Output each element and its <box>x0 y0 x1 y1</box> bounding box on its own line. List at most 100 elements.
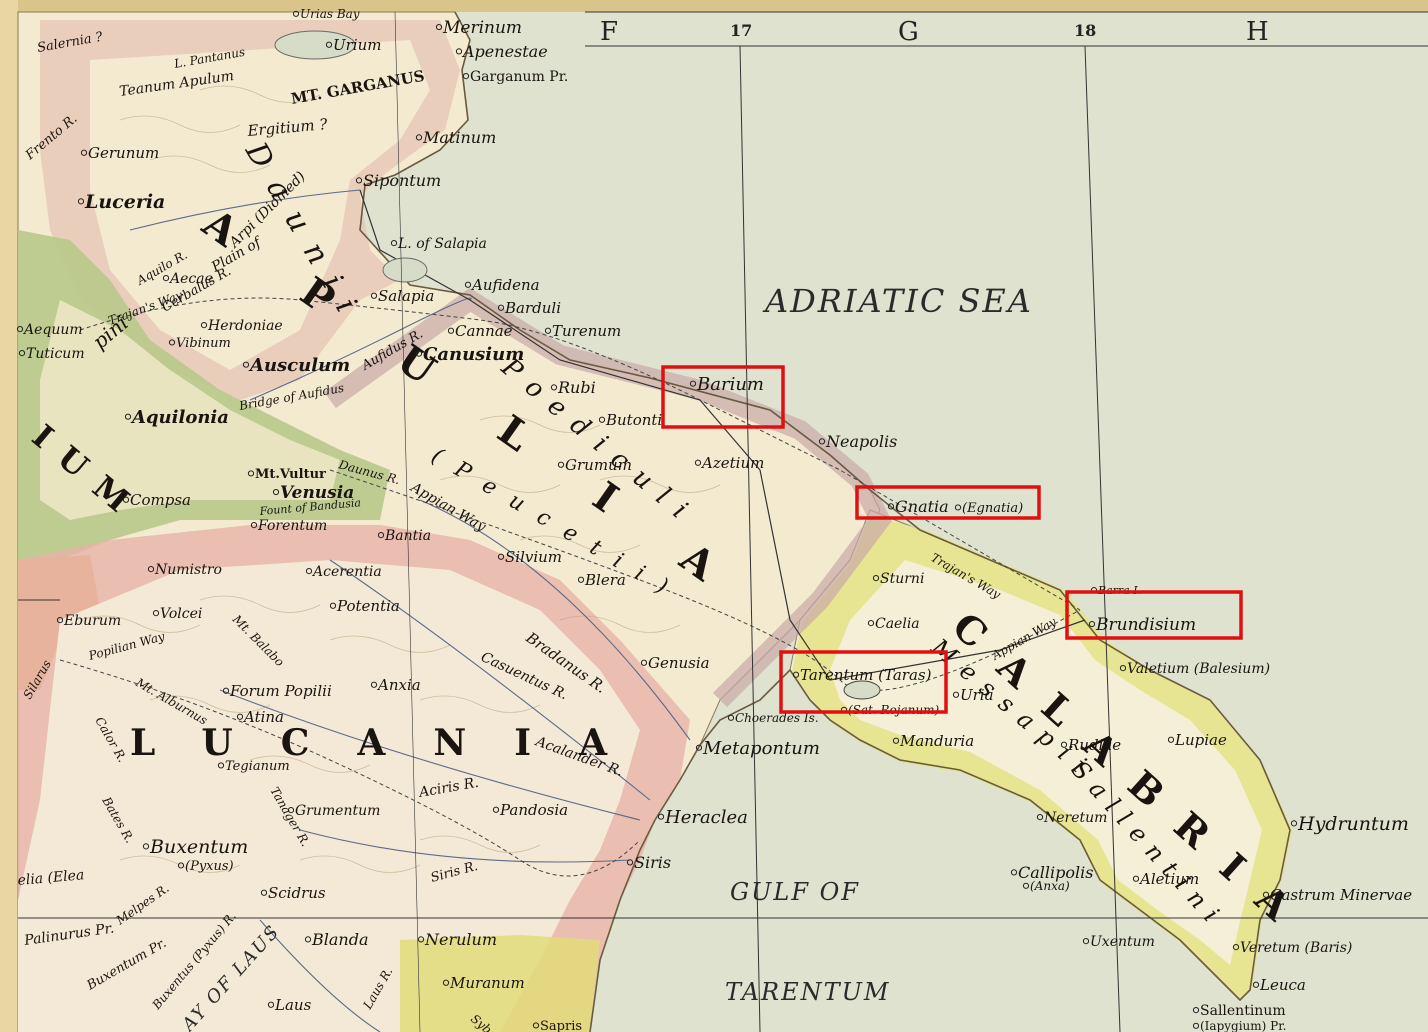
town-marker-ausculum <box>242 361 250 368</box>
town-marker-egnatia <box>954 504 962 511</box>
town-marker-sapris <box>532 1022 540 1029</box>
place-label-anxa: (Anxa) <box>1030 879 1070 893</box>
place-label-bantia: Bantia <box>384 528 431 544</box>
town-marker-scidrus <box>260 889 268 896</box>
town-marker-buxentum <box>142 843 150 850</box>
place-label-leuca: Leuca <box>1259 976 1306 994</box>
place-label-salapia: Salapia <box>378 287 434 305</box>
place-label-atina: Atina <box>242 708 284 726</box>
place-label-grumentum: Grumentum <box>295 803 380 819</box>
place-label-saturnia: (Sat. Rojanum) <box>848 703 939 717</box>
place-label-volcei: Volcei <box>160 606 202 622</box>
town-marker-apenestae <box>455 48 463 55</box>
place-label-luceria: Luceria <box>84 191 165 213</box>
grid-number-18: 18 <box>1074 21 1096 40</box>
place-label-sipontum: Sipontum <box>363 171 441 190</box>
lake-pantanus <box>274 30 356 60</box>
town-marker-matinum <box>415 134 423 141</box>
town-marker-luceria <box>77 198 85 205</box>
town-marker-barium <box>689 380 697 387</box>
town-marker-rubi <box>550 384 558 391</box>
place-label-ausculum: Ausculum <box>248 355 350 376</box>
town-marker-compsa <box>122 496 130 503</box>
town-marker-tutium <box>18 350 26 357</box>
town-marker-turenum <box>544 327 552 334</box>
town-marker-genusia <box>640 659 648 666</box>
town-marker-brundisium <box>1088 620 1096 628</box>
place-label-muranum: Muranum <box>449 974 525 992</box>
town-marker-l-salapia <box>390 240 398 247</box>
town-marker-forum-popilii <box>222 687 230 694</box>
place-label-acerentia: Acerentia <box>311 564 382 580</box>
place-label-l-salapia: L. of Salapia <box>397 236 487 252</box>
town-marker-sturni <box>872 575 880 582</box>
place-label-nerulum: Nerulum <box>424 930 497 949</box>
place-label-neapolis: Neapolis <box>825 432 897 451</box>
place-label-canusium: Canusium <box>423 344 524 365</box>
terrain-hatching <box>79 85 721 873</box>
town-marker-bantia <box>377 532 385 539</box>
place-label-apenestae: Apenestae <box>461 42 548 61</box>
place-label-forum-popilii: Forum Popilii <box>229 682 332 700</box>
tint-samnium-inner <box>40 300 340 520</box>
place-label-urias-bay: Urias Bay <box>300 7 360 21</box>
highlight-tarentum <box>779 650 948 714</box>
place-label-choerades: Choerades Is. <box>735 711 819 725</box>
place-label-tutium: Tuticum <box>26 346 85 362</box>
place-label-callipolis: Callipolis <box>1018 863 1093 882</box>
place-label-aufidena: Aufidena <box>470 276 540 294</box>
place-label-scidrus: Scidrus <box>268 884 326 902</box>
place-label-azetium: Azetium <box>700 454 764 472</box>
town-marker-caelia <box>867 620 875 627</box>
town-marker-herdoniae <box>200 322 208 329</box>
town-marker-choerades <box>727 714 735 721</box>
town-marker-blanda <box>304 936 312 943</box>
town-marker-aufidena <box>464 281 472 288</box>
town-marker-butonti <box>598 416 606 423</box>
town-marker-numistro <box>147 566 155 573</box>
town-marker-azetium <box>694 459 702 466</box>
place-label-urium: Urium <box>333 36 382 54</box>
place-label-rudiae: Rudiae <box>1067 736 1121 754</box>
town-marker-garganum <box>462 73 470 80</box>
rivers <box>129 189 691 1032</box>
place-label-venusia: Venusia <box>280 483 354 503</box>
highlight-barium <box>661 365 785 429</box>
town-marker-manduria <box>892 737 900 744</box>
highlight-brundisium <box>1065 590 1243 640</box>
place-label-grumum: Grumum <box>565 456 632 474</box>
town-marker-potentia <box>329 602 337 609</box>
town-marker-tegianum <box>217 762 225 769</box>
place-label-caelia: Caelia <box>875 616 920 632</box>
town-marker-acerentia <box>305 568 313 575</box>
town-marker-neapolis <box>818 438 826 445</box>
sea-gulf-line2: TARENTUM <box>725 978 890 1006</box>
place-label-brundisium: Brundisium <box>1095 615 1196 635</box>
region-lucania: LUCANIA <box>130 722 655 764</box>
sea-adriatic: ADRIATIC SEA <box>762 282 1033 320</box>
town-marker-nereton <box>1036 814 1044 821</box>
town-marker-volcei <box>152 610 160 617</box>
grid-letter-f: F <box>600 17 618 47</box>
place-label-elea: elia (Elea <box>17 867 85 889</box>
town-marker-aquilonia <box>124 413 132 420</box>
harbor-tarentum <box>843 680 881 700</box>
place-label-manduria: Manduria <box>899 732 974 750</box>
town-marker-laus <box>267 1001 275 1008</box>
town-marker-grumum <box>557 461 565 468</box>
place-label-potentia: Potentia <box>336 597 400 615</box>
place-label-aequum: Aequum <box>22 322 83 338</box>
place-label-herdoniae: Herdoniae <box>207 318 283 334</box>
town-marker-muranum <box>442 979 450 986</box>
town-marker-valetium <box>1119 665 1127 672</box>
town-marker-silvium <box>497 553 505 560</box>
town-marker-lupiae <box>1167 736 1175 743</box>
place-label-turenum: Turenum <box>552 322 621 340</box>
place-label-aquilonia: Aquilonia <box>130 407 229 428</box>
town-marker-siris <box>626 859 634 866</box>
town-marker-grumentum <box>287 807 295 814</box>
place-label-genusia: Genusia <box>648 654 710 672</box>
place-label-blanda: Blanda <box>311 930 369 949</box>
